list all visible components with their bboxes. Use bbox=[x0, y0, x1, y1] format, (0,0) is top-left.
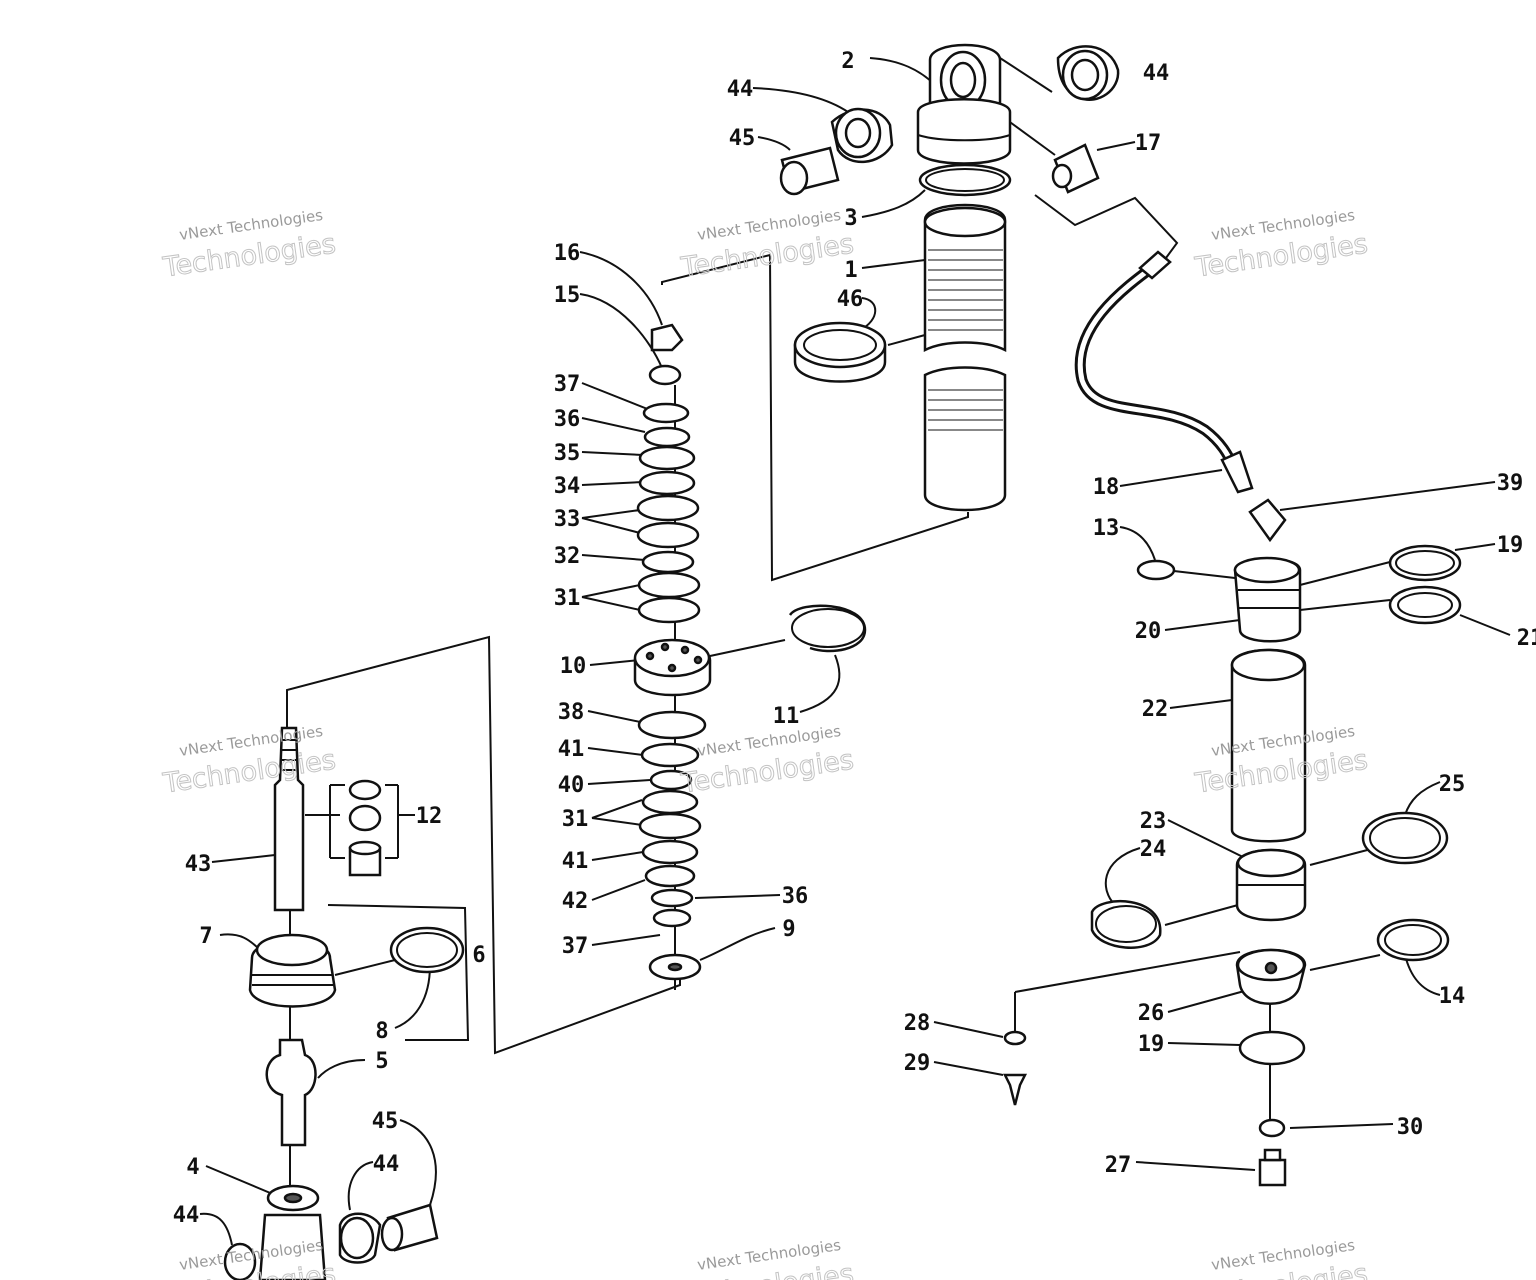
part-callout-42: 42 bbox=[562, 889, 589, 914]
part-callout-41: 41 bbox=[562, 849, 589, 874]
part-callout-6: 6 bbox=[472, 943, 485, 968]
part-callout-4: 4 bbox=[186, 1155, 199, 1180]
part-callout-20: 20 bbox=[1135, 619, 1162, 644]
shaft-assembly bbox=[223, 726, 465, 1280]
part-callout-3: 3 bbox=[844, 206, 857, 231]
part-callout-37: 37 bbox=[554, 372, 581, 397]
part-callout-44: 44 bbox=[727, 77, 754, 102]
part-callout-31: 31 bbox=[562, 807, 589, 832]
part-callout-13: 13 bbox=[1093, 516, 1120, 541]
part-callout-27: 27 bbox=[1105, 1153, 1132, 1178]
part-callout-16: 16 bbox=[554, 241, 581, 266]
part-callout-19: 19 bbox=[1138, 1032, 1165, 1057]
part-callout-28: 28 bbox=[904, 1011, 931, 1036]
piston-stack-assembly bbox=[633, 323, 867, 981]
part-callout-5: 5 bbox=[375, 1049, 388, 1074]
part-callout-8: 8 bbox=[375, 1019, 388, 1044]
part-callout-24: 24 bbox=[1140, 837, 1167, 862]
part-callout-15: 15 bbox=[554, 283, 581, 308]
part-callout-17: 17 bbox=[1135, 131, 1162, 156]
part-callout-12: 12 bbox=[416, 804, 443, 829]
part-callout-18: 18 bbox=[1093, 475, 1120, 500]
part-callout-29: 29 bbox=[904, 1051, 931, 1076]
part-callout-33: 33 bbox=[554, 507, 581, 532]
part-callout-10: 10 bbox=[560, 654, 587, 679]
part-callout-11: 11 bbox=[773, 704, 800, 729]
leader-lines bbox=[199, 57, 1511, 1246]
part-callout-30: 30 bbox=[1397, 1115, 1424, 1140]
part-callout-41: 41 bbox=[558, 737, 585, 762]
part-callout-2: 2 bbox=[841, 49, 854, 74]
part-callout-40: 40 bbox=[558, 773, 585, 798]
part-callout-1: 1 bbox=[844, 258, 857, 283]
part-callout-19: 19 bbox=[1497, 533, 1524, 558]
reservoir-assembly bbox=[1002, 250, 1462, 1187]
part-callout-44: 44 bbox=[173, 1203, 200, 1228]
part-callout-21: 21 bbox=[1517, 626, 1536, 651]
part-callout-35: 35 bbox=[554, 441, 581, 466]
part-callout-25: 25 bbox=[1439, 772, 1466, 797]
part-callout-34: 34 bbox=[554, 474, 581, 499]
part-callout-39: 39 bbox=[1497, 471, 1524, 496]
part-callout-14: 14 bbox=[1439, 984, 1466, 1009]
part-callout-9: 9 bbox=[782, 917, 795, 942]
shock-body-assembly bbox=[779, 43, 1120, 512]
part-callout-26: 26 bbox=[1138, 1001, 1165, 1026]
part-callout-43: 43 bbox=[185, 852, 212, 877]
part-callout-31: 31 bbox=[554, 586, 581, 611]
part-callout-44: 44 bbox=[1143, 61, 1170, 86]
part-callout-36: 36 bbox=[782, 884, 809, 909]
part-callout-7: 7 bbox=[199, 924, 212, 949]
part-callout-36: 36 bbox=[554, 407, 581, 432]
part-callout-23: 23 bbox=[1140, 809, 1167, 834]
part-callout-37: 37 bbox=[562, 934, 589, 959]
part-callout-38: 38 bbox=[558, 700, 585, 725]
part-callout-46: 46 bbox=[837, 287, 864, 312]
part-callout-32: 32 bbox=[554, 544, 581, 569]
part-callout-45: 45 bbox=[729, 126, 756, 151]
part-callout-44: 44 bbox=[373, 1152, 400, 1177]
part-callout-45: 45 bbox=[372, 1109, 399, 1134]
part-callout-22: 22 bbox=[1142, 697, 1169, 722]
